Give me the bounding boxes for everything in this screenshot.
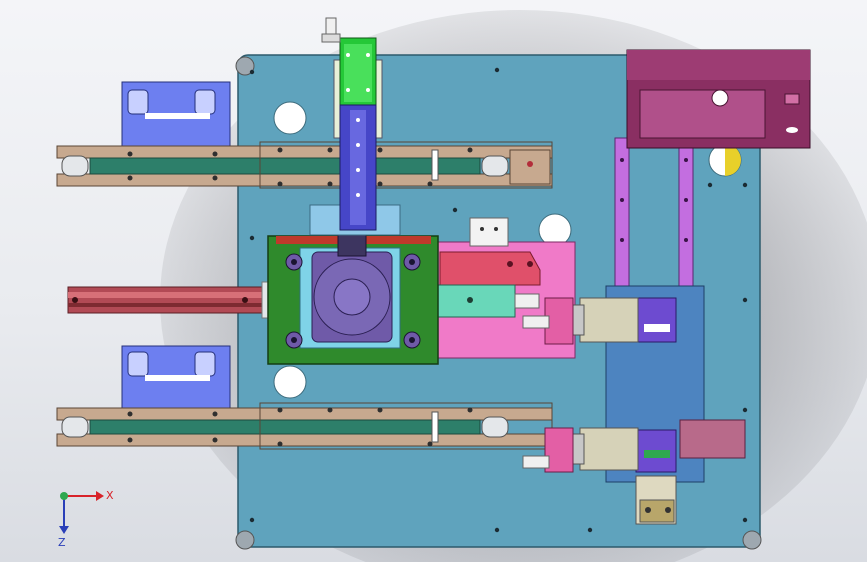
conveyor-belt: [89, 419, 481, 435]
plate-hole: [273, 101, 307, 135]
top-conveyor: [56, 81, 553, 189]
axis-z-label: Z: [58, 536, 66, 549]
foot: [235, 56, 255, 76]
foot: [235, 530, 255, 550]
plate-hole: [273, 365, 307, 399]
control-box: [626, 49, 811, 149]
conveyor-roller: [481, 155, 509, 177]
conveyor-screws: [127, 147, 473, 187]
bottom-conveyor: [56, 345, 553, 450]
foot: [742, 530, 762, 550]
conveyor-belt: [89, 157, 481, 175]
conveyor-roller: [61, 416, 89, 438]
plate-hole: [538, 213, 572, 247]
conveyor-roller: [61, 155, 89, 177]
motor-block: [267, 225, 439, 365]
linear-actuator: [309, 17, 401, 236]
axis-x-label: X: [106, 489, 114, 502]
magenta-guides: [614, 137, 694, 289]
blue-plate: [605, 285, 746, 525]
plate-hole-marker: [725, 144, 741, 176]
left-rail: [67, 281, 277, 319]
gripper-units: [522, 297, 639, 473]
conveyor-roller: [481, 416, 509, 438]
axis-triad-icon: X Z: [58, 489, 114, 549]
conveyor-screws: [127, 407, 473, 447]
